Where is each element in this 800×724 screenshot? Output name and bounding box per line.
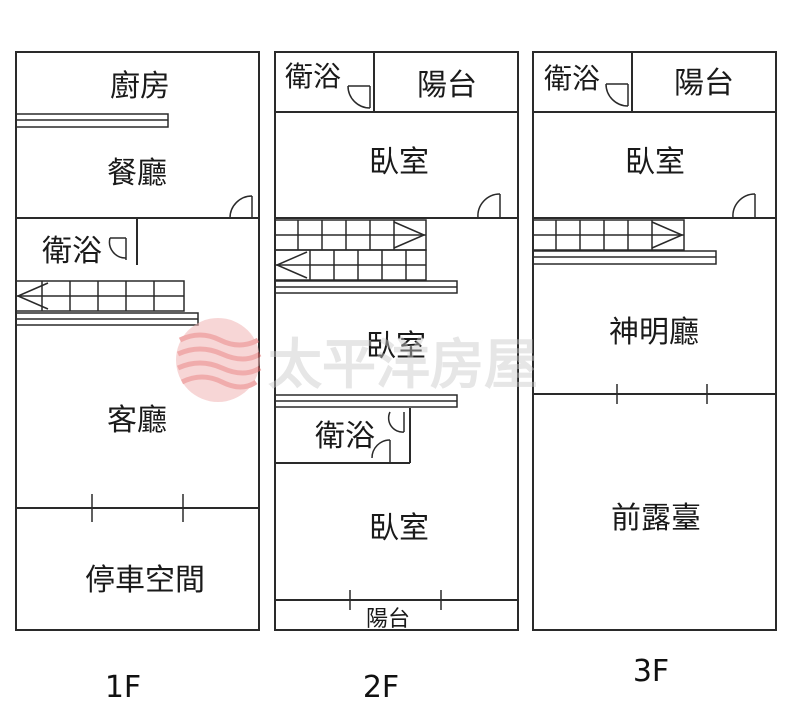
room-label-balcony-2f-bottom: 陽台 <box>366 607 410 632</box>
room-label-bedroom-3f: 臥室 <box>625 145 685 180</box>
room-label-bath: 衛浴 <box>42 234 102 269</box>
room-label-bath-3f-top: 衛浴 <box>544 62 600 95</box>
staircase-3f <box>532 219 717 265</box>
pacific-realty-wave-logo <box>176 318 262 402</box>
door-swing-icon <box>605 83 629 107</box>
room-label-living: 客廳 <box>107 403 167 438</box>
door-swing-icon <box>371 439 391 462</box>
room-label-parking: 停車空間 <box>85 563 205 598</box>
floor-3f-plan: 衛浴 陽台 臥室 神明廳 前露臺 3F <box>532 51 777 689</box>
staircase-1f <box>15 280 199 326</box>
room-label-balcony-2f-top: 陽台 <box>417 68 477 103</box>
room-label-bath-2f-mid: 衛浴 <box>315 419 375 454</box>
floor-label-1f: 1F <box>105 670 141 705</box>
floor-1f-outline <box>15 51 260 631</box>
door-swing-icon <box>347 85 371 109</box>
room-label-bedroom-2f-1: 臥室 <box>369 145 429 180</box>
room-label-bedroom-2f-2: 臥室 <box>366 329 426 364</box>
door-swing-icon <box>229 195 253 219</box>
room-label-front-terrace: 前露臺 <box>611 501 701 536</box>
door-swing-icon <box>732 193 756 219</box>
floor-3f-outline <box>532 51 777 631</box>
floor-label-3f: 3F <box>633 654 669 689</box>
room-label-shrine-hall: 神明廳 <box>609 315 699 350</box>
staircase-2f <box>274 219 458 294</box>
floor-1f-plan: 廚房 餐廳 衛浴 客廳 停車空間 1F <box>15 51 260 705</box>
room-label-kitchen: 廚房 <box>110 69 170 104</box>
floor-2f-plan: 衛浴 陽台 臥室 臥室 衛浴 臥室 陽台 2F <box>274 51 519 705</box>
room-label-dining: 餐廳 <box>107 156 167 191</box>
floor-label-2f: 2F <box>363 670 399 705</box>
watermark-text: 太平洋房屋 <box>268 332 538 396</box>
room-label-balcony-3f-top: 陽台 <box>674 66 734 101</box>
floor-2f-outline <box>274 51 519 631</box>
door-swing-icon <box>108 237 127 260</box>
watermark: 太平洋房屋 <box>176 318 538 402</box>
room-label-bath-2f-top: 衛浴 <box>285 60 341 93</box>
door-swing-icon <box>387 411 405 433</box>
room-label-bedroom-2f-3: 臥室 <box>369 511 429 546</box>
door-swing-icon <box>477 193 501 219</box>
